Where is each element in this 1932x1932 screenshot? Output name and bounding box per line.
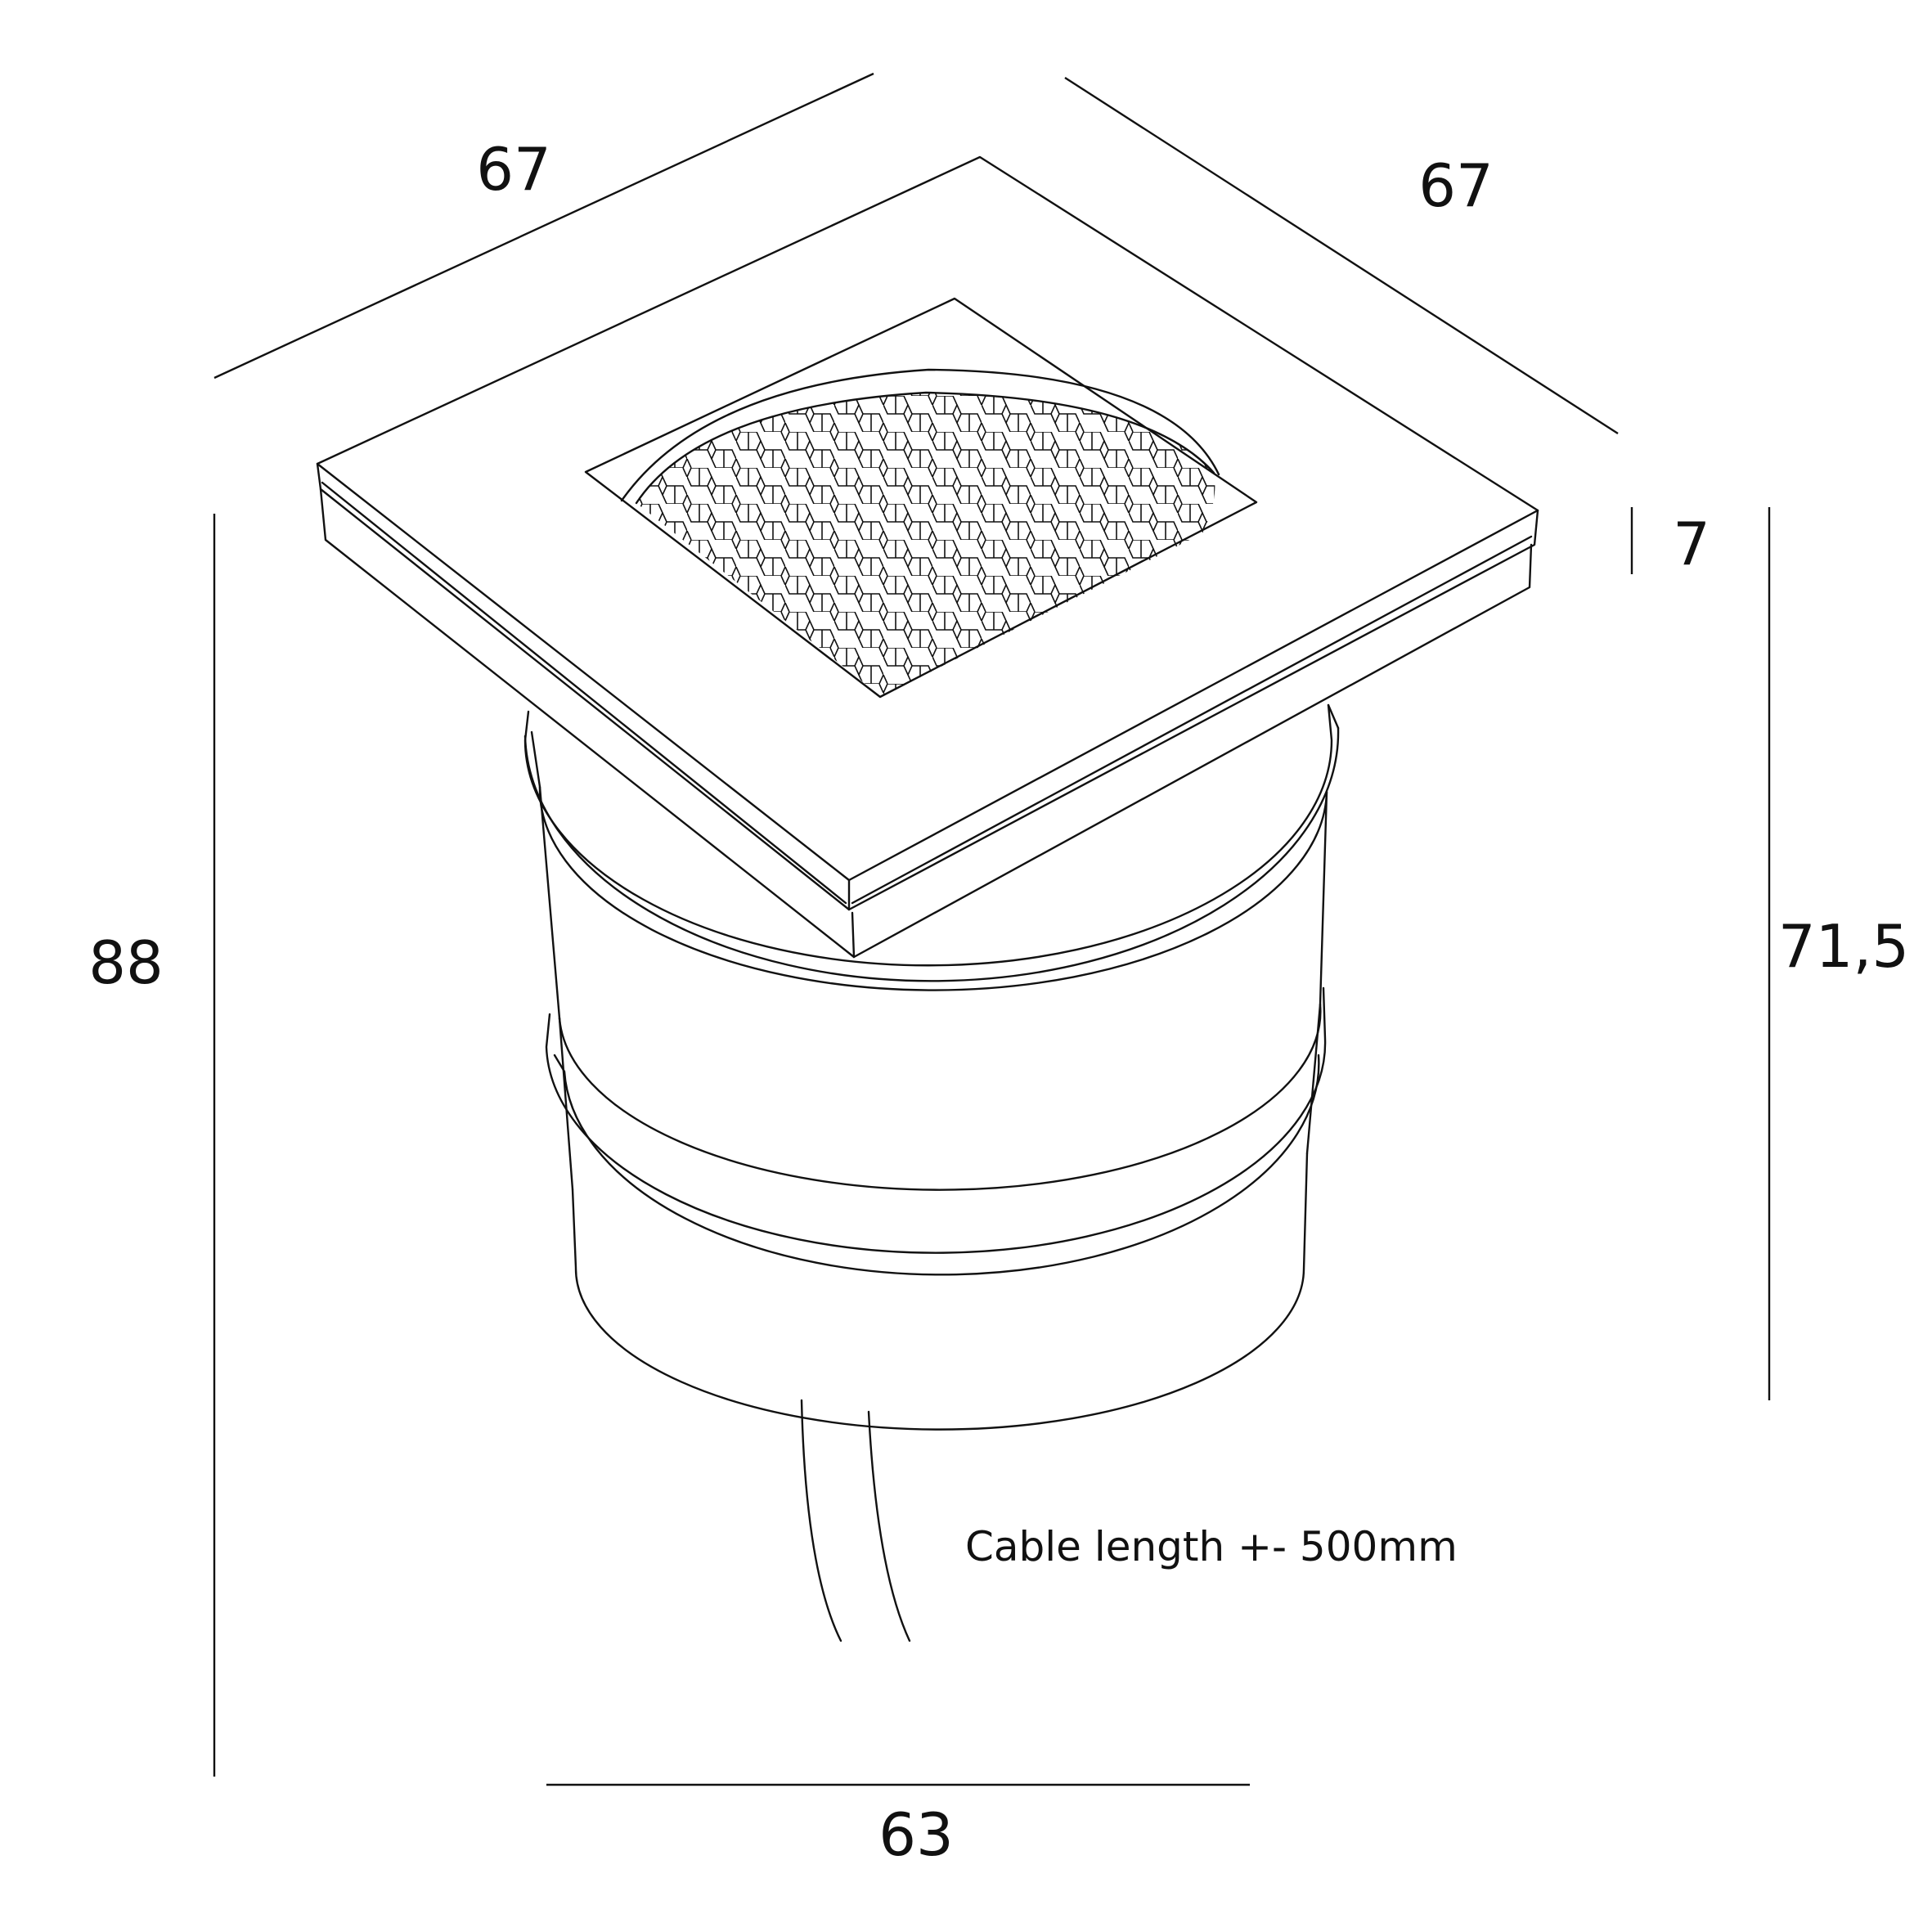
dim-label-thickness: 7: [1673, 510, 1710, 578]
dimension-labels: 67 67 7 88 71,5 63 Cable length +- 500mm: [88, 135, 1909, 1869]
dim-label-total-height: 88: [88, 928, 164, 997]
square-frame: [316, 155, 1539, 959]
lower-cylinder: [545, 986, 1327, 1431]
dim-label-diameter: 63: [878, 1800, 954, 1869]
dimension-lines: [213, 72, 1771, 1786]
lens: [584, 297, 1258, 699]
cable-note: Cable length +- 500mm: [965, 1523, 1458, 1570]
dim-label-body-height: 71,5: [1778, 912, 1909, 981]
dim-line-top-right: [1064, 76, 1619, 435]
upper-cylinder: [523, 703, 1340, 1020]
cable: [800, 1399, 911, 1642]
dim-label-top-left: 67: [476, 135, 551, 204]
dim-line-top-left: [213, 72, 874, 380]
dim-label-top-right: 67: [1418, 151, 1494, 220]
